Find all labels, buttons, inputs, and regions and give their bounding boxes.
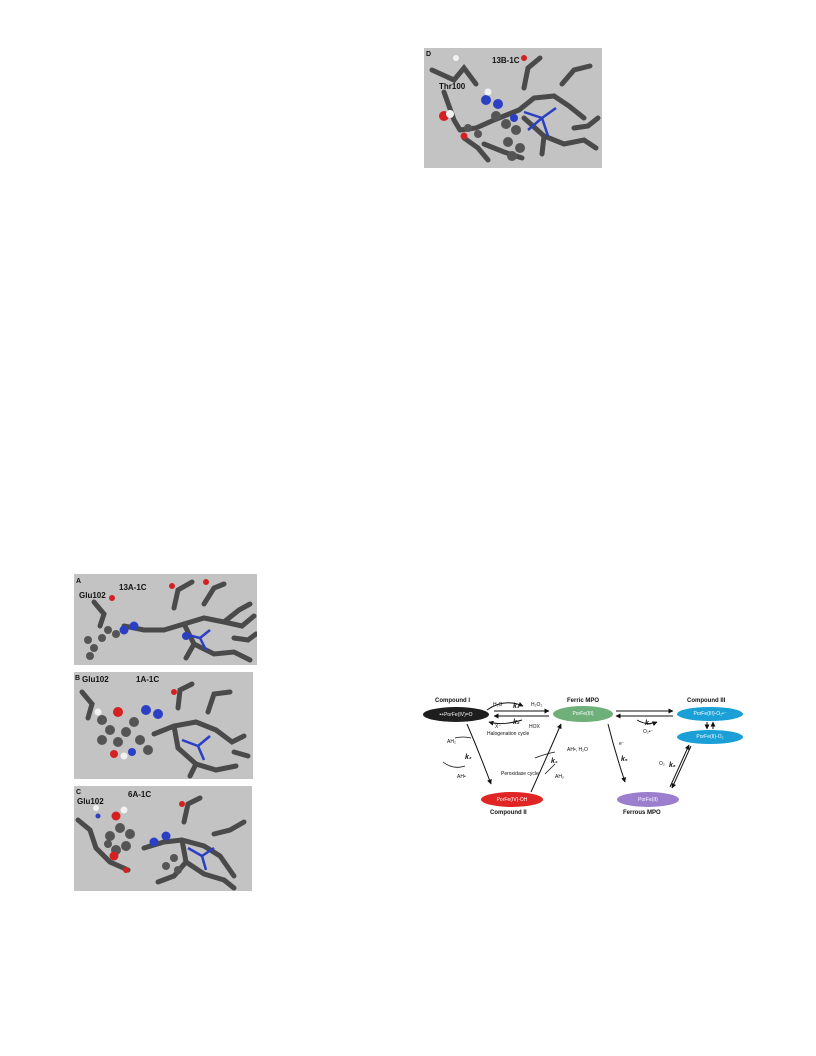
- panel-a-letter: A: [76, 578, 82, 585]
- panel-c-ligand-label: 6A-1C: [128, 790, 152, 799]
- ah2-mid-label: AH₂: [555, 774, 564, 780]
- panel-b-ligand-label: 1A-1C: [136, 675, 160, 684]
- molecule-render-c: [75, 795, 247, 891]
- h2o2-label: H₂O₂: [531, 702, 543, 708]
- compound-ii-oval: PorFe(IV)-OH: [481, 792, 543, 807]
- panel-b-letter: B: [75, 675, 81, 682]
- structure-panel-b: B Glu102 1A-1C: [74, 672, 253, 779]
- ferric-mpo-oval: PorFe(III): [553, 706, 613, 722]
- structure-panel-c: C Glu102 6A-1C: [74, 786, 252, 891]
- panel-d-residue-label: Thr100: [439, 82, 466, 91]
- compound-i-title: Compound I: [435, 698, 470, 704]
- compound-iii-oval-a: PorFe(III)-O₂•⁻: [677, 707, 743, 721]
- molecule-render-b: [79, 681, 251, 779]
- hox-label: HOX: [529, 724, 540, 730]
- structure-panel-a: A 13A-1C Glu102: [74, 574, 257, 665]
- ferrous-mpo-title: Ferrous MPO: [623, 810, 661, 816]
- ah-dot-h2o-label: AH•, H₂O: [567, 747, 588, 753]
- o2-radical-label: O₂•⁻: [643, 729, 654, 735]
- k4-label: k₄: [551, 758, 558, 765]
- k6-label: k₆: [669, 762, 676, 769]
- ferric-mpo-title: Ferric MPO: [567, 698, 600, 704]
- compound-i-oval: •+PorFe(IV)=O: [423, 707, 489, 722]
- halogenation-cycle-label: Halogenation cycle: [487, 731, 530, 737]
- compound-iii-oval-b: PorFe(II)-O₂: [677, 730, 743, 744]
- k5-label: k₅: [621, 756, 628, 763]
- panel-a-residue-label: Glu102: [79, 591, 106, 600]
- k7-label: k₇: [645, 720, 652, 727]
- mpo-reaction-scheme: Compound I •+PorFe(IV)=O Ferric MPO PorF…: [419, 692, 745, 820]
- h2o-label: H₂O: [493, 702, 503, 708]
- o2-label: O₂: [659, 761, 665, 767]
- scheme-arrows: [442, 701, 716, 793]
- molecule-render-d: [429, 55, 601, 163]
- ferrous-mpo-oval: PorFe(II): [617, 792, 679, 807]
- peroxidase-cycle-label: Peroxidase cycle: [501, 771, 539, 777]
- panel-d-ligand-label: 13B-1C: [492, 56, 520, 65]
- panel-c-residue-label: Glu102: [77, 797, 104, 806]
- panel-c-letter: C: [76, 789, 82, 796]
- structure-panel-d: D 13B-1C Thr100: [424, 48, 602, 168]
- compound-iii-title: Compound III: [687, 698, 726, 704]
- panel-b-residue-label: Glu102: [82, 675, 109, 684]
- k2-label: k₂: [513, 719, 520, 726]
- compound-ii-title: Compound II: [490, 810, 527, 816]
- k3-label: k₃: [465, 754, 472, 761]
- k1-label: k₁: [513, 703, 520, 710]
- panel-a-ligand-label: 13A-1C: [119, 583, 147, 592]
- molecule-render-a: [84, 579, 257, 663]
- ah2-left-label: AH₂: [447, 739, 456, 745]
- ah-dot-left-label: AH•: [457, 774, 466, 780]
- panel-d-letter: D: [426, 51, 432, 58]
- e-minus-label: e⁻: [619, 741, 625, 747]
- x-minus-label: X⁻: [495, 724, 501, 730]
